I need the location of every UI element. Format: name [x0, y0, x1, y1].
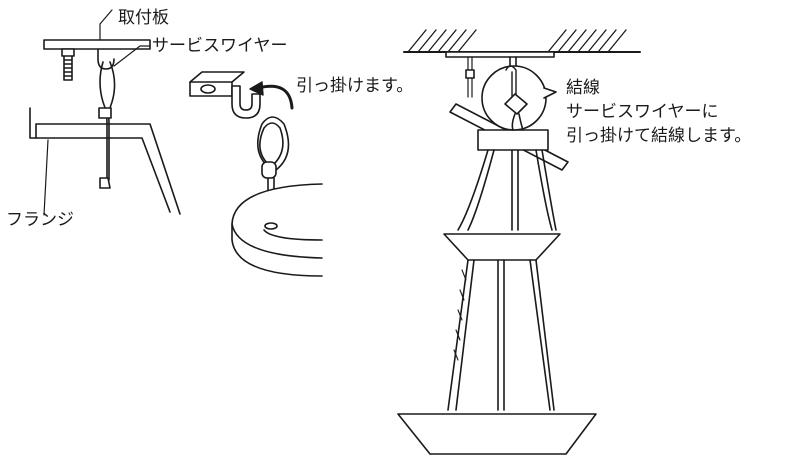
service-wire	[99, 61, 108, 183]
label-wiring-line3: 引っ掛けて結線します。	[566, 126, 752, 146]
canopy-disc	[231, 183, 323, 277]
screw-icon	[63, 55, 73, 81]
upper-shade	[443, 233, 561, 261]
label-service-wire-left: サービスワイヤー	[152, 36, 288, 56]
hook-icon	[231, 85, 261, 119]
pendant-light-assembly	[397, 29, 641, 455]
screw-icon	[200, 84, 216, 94]
support-rod	[457, 149, 489, 231]
support-rod	[447, 259, 475, 411]
label-flange: フランジ	[6, 210, 74, 230]
mounting-plate	[445, 51, 555, 58]
leader-line	[43, 139, 49, 216]
label-wiring-line2: サービスワイヤーに	[566, 102, 719, 122]
label-mounting-plate: 取付板	[118, 8, 169, 28]
flange	[29, 107, 181, 215]
wire-clamp-icon	[98, 107, 112, 119]
leader-line	[99, 9, 113, 41]
mounting-plate	[43, 39, 151, 50]
label-hook-on: 引っ掛けます。	[296, 76, 414, 96]
hook-icon	[97, 48, 115, 70]
power-cord	[511, 149, 519, 231]
hook-detail	[189, 71, 323, 277]
lower-shade	[397, 413, 597, 455]
mounting-plate-detail	[29, 9, 181, 216]
wire-loop-icon	[256, 116, 290, 171]
label-wiring-title: 結線	[566, 78, 600, 98]
